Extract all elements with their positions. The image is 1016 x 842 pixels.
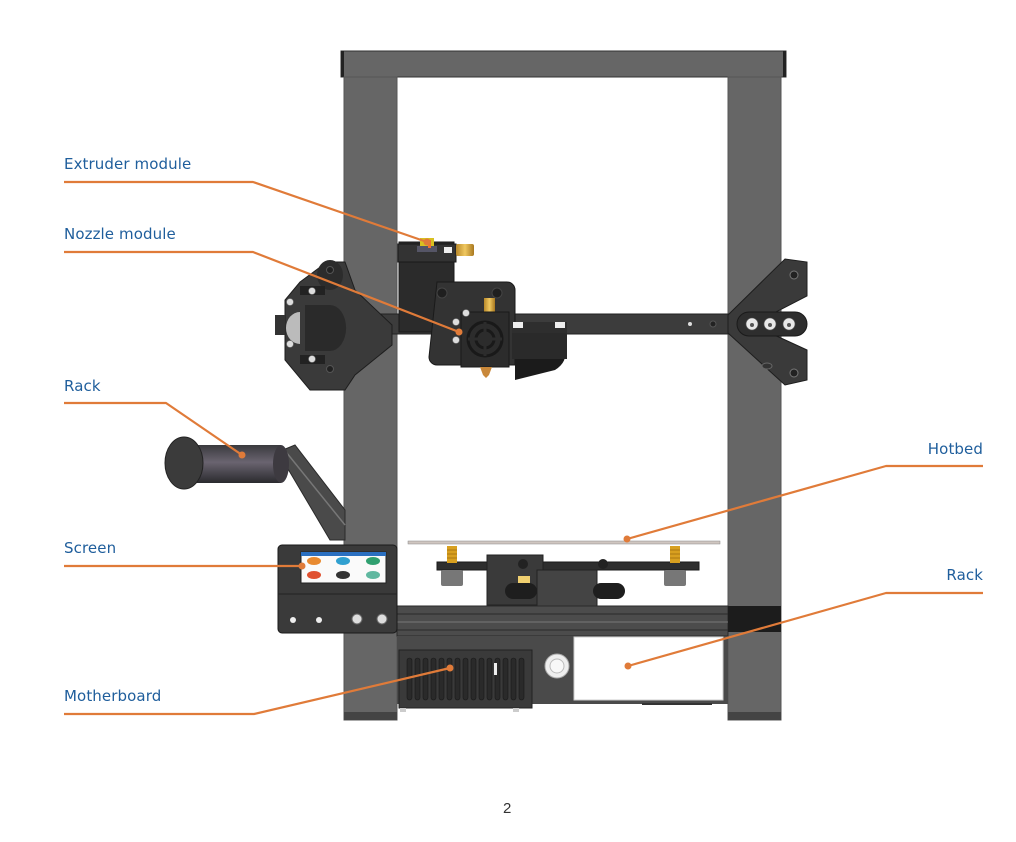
- screen-unit: [277, 544, 398, 634]
- leader-dot-hotbed: [623, 535, 631, 543]
- callout-motherboard: Motherboard: [64, 687, 162, 705]
- leader-hotbed: [626, 464, 983, 541]
- left-gantry-bracket: [275, 260, 393, 391]
- callout-rack-left: Rack: [64, 377, 101, 395]
- nozzle-module: [428, 281, 567, 380]
- leader-extruder-module: [64, 180, 428, 244]
- leader-motherboard: [64, 666, 451, 716]
- top-beam: [340, 50, 787, 78]
- right-gantry-bracket: [727, 258, 808, 386]
- leader-dot-nozzle: [455, 328, 463, 336]
- leader-dot-extruder: [423, 238, 431, 246]
- callout-hotbed: Hotbed: [927, 440, 983, 458]
- leader-dot-screen: [298, 562, 306, 570]
- page-number: 2: [503, 800, 512, 817]
- leader-dot-rack-left: [238, 451, 246, 459]
- hotbed: [407, 540, 721, 607]
- callout-rack-right: Rack: [946, 566, 983, 584]
- leader-rack-right: [627, 591, 983, 668]
- callout-extruder-module: Extruder module: [64, 155, 192, 173]
- spool-holder: [164, 436, 346, 541]
- leader-rack-left: [64, 401, 243, 456]
- leader-nozzle-module: [64, 250, 460, 334]
- leader-dot-rack-right: [624, 662, 632, 670]
- leader-dot-motherboard: [446, 664, 454, 672]
- callout-nozzle-module: Nozzle module: [64, 225, 176, 243]
- callout-screen: Screen: [64, 539, 117, 557]
- power-supply-panel: [573, 636, 724, 701]
